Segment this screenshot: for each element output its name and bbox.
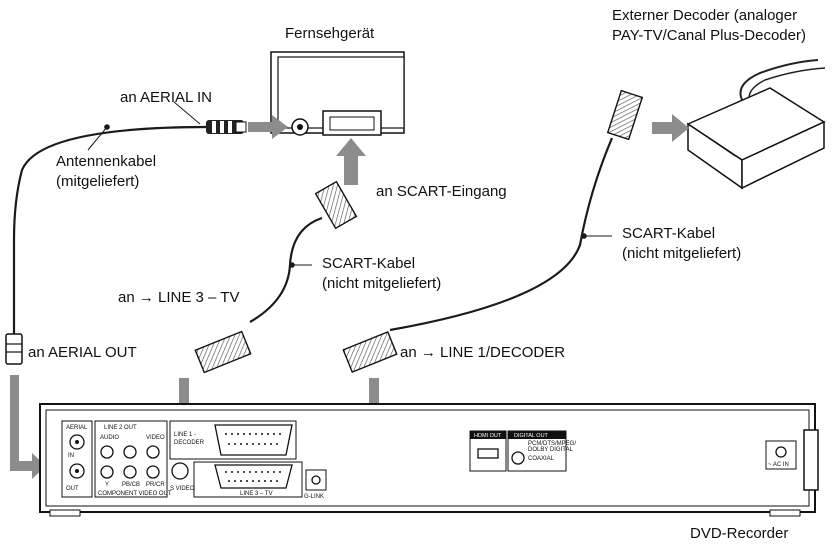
- tv-scart-socket: [322, 110, 382, 136]
- aerial-out-label: an AERIAL OUT: [28, 344, 137, 361]
- recorder-label: DVD-Recorder: [690, 525, 789, 542]
- arrow-to-decoder: [652, 114, 689, 142]
- panel-g-link: G-LINK: [304, 494, 324, 500]
- decoder-label-line2: PAY-TV/Canal Plus-Decoder): [612, 27, 806, 44]
- cable-dots: [104, 124, 587, 268]
- panel-line2-out: LINE 2 OUT: [104, 425, 137, 431]
- decoder-label-line1: Externer Decoder (analoger: [612, 7, 798, 24]
- hdmi-block: HDMI OUT: [469, 430, 507, 472]
- scart-cable-tv-line2: (nicht mitgeliefert): [322, 275, 442, 292]
- panel-audio: AUDIO: [100, 435, 119, 441]
- s-video-block: S VIDEO: [170, 462, 195, 492]
- scart-plug-line1: [342, 330, 398, 374]
- panel-y: Y: [105, 482, 109, 488]
- scart-plug-tv: [314, 180, 358, 230]
- arrow-aerial-out: [10, 375, 46, 479]
- ac-in-block: ~ AC IN: [765, 440, 797, 470]
- scart-line1-socket: LINE 1 - DECODER: [169, 420, 297, 460]
- scart-in-label: an SCART-Eingang: [376, 183, 507, 200]
- arrow-to-tv-aerial: [248, 115, 288, 139]
- panel-ac-in: ~ AC IN: [768, 462, 789, 468]
- scart-plug-decoder: [606, 89, 644, 141]
- line1-decoder-label: an → LINE 1/DECODER: [400, 344, 566, 361]
- scart-cable-decoder: [389, 137, 614, 332]
- panel-coaxial: COAXIAL: [528, 456, 555, 462]
- aerial-in-label: an AERIAL IN: [120, 89, 212, 106]
- panel-hdmi-out: HDMI OUT: [474, 433, 502, 439]
- panel-digital-formats-b: DOLBY DIGITAL: [528, 447, 573, 453]
- panel-aerial: AERIAL: [66, 425, 88, 431]
- external-decoder: [686, 59, 826, 190]
- panel-digital-formats-a: PCM/DTS/MPEG/: [528, 441, 576, 447]
- aerial-plug-tv: [206, 120, 247, 134]
- scart-line3-socket: LINE 3 – TV: [193, 461, 303, 498]
- scart-cable-tv-line1: SCART-Kabel: [322, 255, 416, 272]
- antenna-cable: [12, 125, 209, 336]
- line3-label: an → LINE 3 – TV: [118, 289, 240, 306]
- antenna-cable-line1: Antennenkabel: [56, 153, 157, 170]
- panel-line1-decoder-a: LINE 1 -: [174, 432, 196, 438]
- panel-video: VIDEO: [146, 435, 165, 441]
- arrow-to-tv-scart: [336, 138, 366, 185]
- panel-s-video: S VIDEO: [170, 486, 195, 492]
- scart-cable-decoder-line1: SCART-Kabel: [622, 225, 716, 242]
- panel-line1-decoder-b: DECODER: [174, 440, 205, 446]
- panel-pr: PR/CR: [146, 482, 165, 488]
- antenna-cable-line2: (mitgeliefert): [56, 173, 140, 190]
- tv-label: Fernsehgerät: [285, 25, 375, 42]
- aerial-plug-recorder: [5, 333, 23, 365]
- line2-component-block: LINE 2 OUT AUDIO VIDEO Y PB/CB PR/CR COM…: [94, 420, 172, 498]
- digital-out-block: DIGITAL OUT PCM/DTS/MPEG/ DOLBY DIGITAL …: [507, 430, 576, 472]
- tv-aerial-in-jack: [291, 118, 309, 136]
- aerial-block: AERIAL IN OUT: [61, 420, 93, 498]
- leader-lines: [87, 101, 612, 266]
- dvd-recorder: AERIAL IN OUT LINE 2 OUT AUDIO VIDEO Y P…: [39, 403, 819, 517]
- tv-set: [270, 51, 405, 136]
- panel-line3-tv: LINE 3 – TV: [240, 491, 273, 497]
- panel-out: OUT: [66, 486, 79, 492]
- panel-component: COMPONENT VIDEO OUT: [98, 491, 172, 497]
- scart-plug-line3: [194, 330, 252, 374]
- scart-cable-decoder-line2: (nicht mitgeliefert): [622, 245, 742, 262]
- panel-pb: PB/CB: [122, 482, 140, 488]
- panel-in: IN: [68, 453, 74, 459]
- panel-digital-out: DIGITAL OUT: [514, 433, 549, 439]
- g-link-block: G-LINK: [304, 469, 327, 500]
- scart-cable-tv: [249, 216, 323, 323]
